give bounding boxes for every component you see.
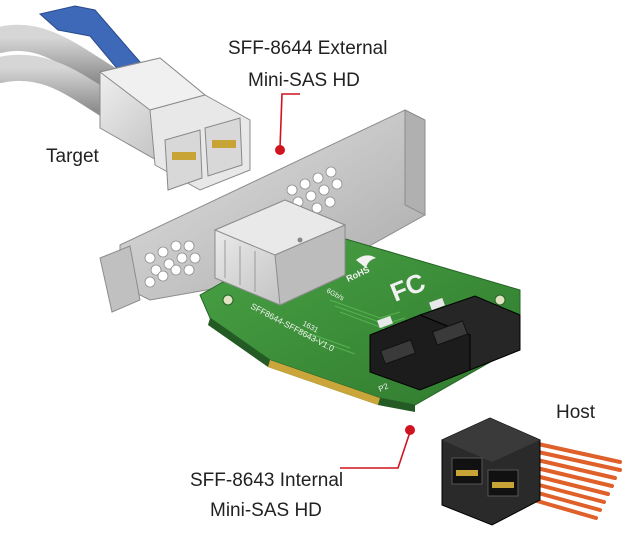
sff8643-connector-pair	[369, 295, 521, 391]
external-label-line2: Mini-SAS HD	[248, 70, 360, 91]
target-label: Target	[46, 146, 99, 167]
host-label: Host	[556, 402, 596, 423]
external-cable-target	[0, 5, 251, 191]
internal-cable-host	[441, 417, 622, 526]
internal-label-line1: SFF-8643 Internal	[190, 470, 344, 491]
internal-label-line2: Mini-SAS HD	[210, 500, 322, 521]
sff8644-cage	[213, 199, 347, 306]
external-label-line1: SFF-8644 External	[228, 38, 388, 59]
callout-external	[275, 93, 300, 155]
callout-dot-icon	[275, 145, 285, 155]
callout-dot-icon	[405, 425, 415, 435]
silk-p2-label: P2	[377, 381, 390, 394]
callout-internal	[340, 425, 415, 469]
